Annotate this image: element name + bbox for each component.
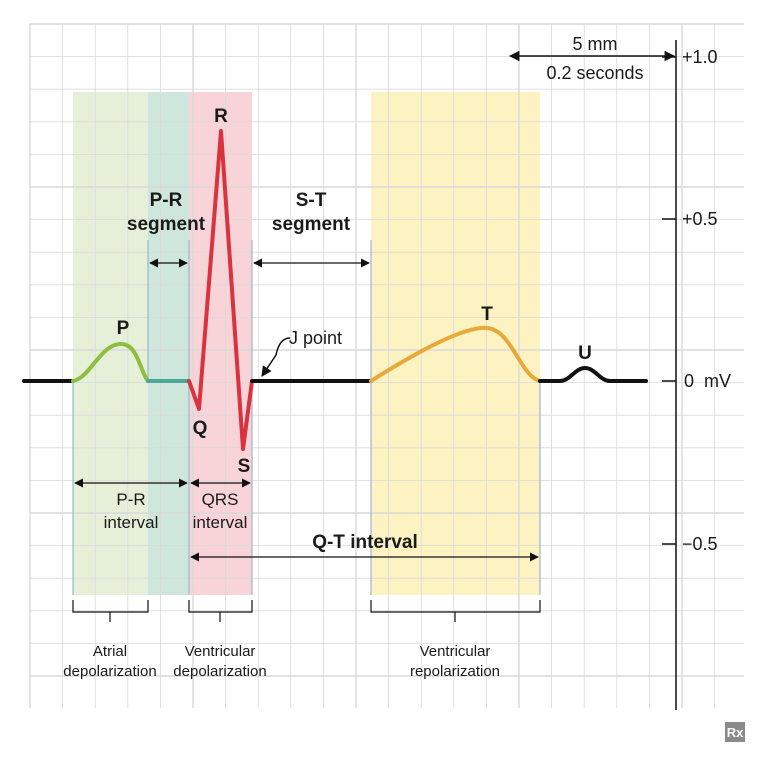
atrial-band [73, 92, 148, 595]
y-tick-label-0: 0 mV [684, 371, 731, 391]
pr-segment-label-line1: P-R [150, 190, 183, 211]
ventricular-rep-bracket [370, 600, 541, 622]
scale-time: 0.2 seconds [546, 63, 643, 83]
s-wave-label: S [238, 456, 251, 477]
u-wave-label: U [578, 343, 592, 364]
qt-interval-label: Q-T interval [312, 532, 418, 553]
t-wave [369, 325, 542, 383]
qrs-complex [187, 129, 254, 451]
y-tick-label-1: +1.0 [682, 47, 718, 67]
atrial-bracket [72, 600, 149, 622]
ventricular-dep-label-line2: depolarization [173, 663, 266, 680]
p-wave-label: P [117, 318, 130, 339]
atrial-phase-label-line2: depolarization [63, 663, 156, 680]
scale-length: 5 mm [573, 34, 618, 54]
ventricular-rep-label-line2: repolarization [410, 663, 500, 680]
qrs-band [189, 92, 252, 595]
pr-segment-label-line2: segment [127, 214, 206, 235]
y-tick-label-05: +0.5 [682, 209, 718, 229]
pr-interval-label-line2: interval [104, 513, 159, 532]
ecg-trace [22, 129, 648, 451]
t-wave-band [371, 92, 540, 595]
ventricular-dep-label-line1: Ventricular [185, 643, 256, 660]
boundary-lines [72, 240, 541, 595]
p-wave [71, 341, 150, 383]
pr-segment-band [148, 92, 189, 595]
st-segment-label-line2: segment [272, 214, 351, 235]
qrs-interval-label-line2: interval [193, 513, 248, 532]
ventricular-dep-bracket [188, 600, 253, 622]
qrs-interval-label-line1: QRS [202, 490, 239, 509]
q-wave-label: Q [193, 418, 208, 439]
j-point-label: J point [289, 328, 342, 348]
j-point-pointer [261, 337, 291, 377]
phase-brackets [72, 600, 541, 622]
st-segment-label-line1: S-T [296, 190, 327, 211]
pr-interval-label-line1: P-R [116, 490, 145, 509]
t-wave-label: T [481, 304, 493, 325]
atrial-phase-label-line1: Atrial [93, 643, 127, 660]
svg-text:Rx: Rx [727, 725, 744, 740]
rx-logo: Rx [725, 722, 745, 742]
ventricular-rep-label-line1: Ventricular [420, 643, 491, 660]
r-wave-label: R [214, 106, 228, 127]
grid [29, 23, 744, 708]
y-tick-label-neg05: −0.5 [682, 534, 718, 554]
baseline-end [538, 366, 648, 383]
